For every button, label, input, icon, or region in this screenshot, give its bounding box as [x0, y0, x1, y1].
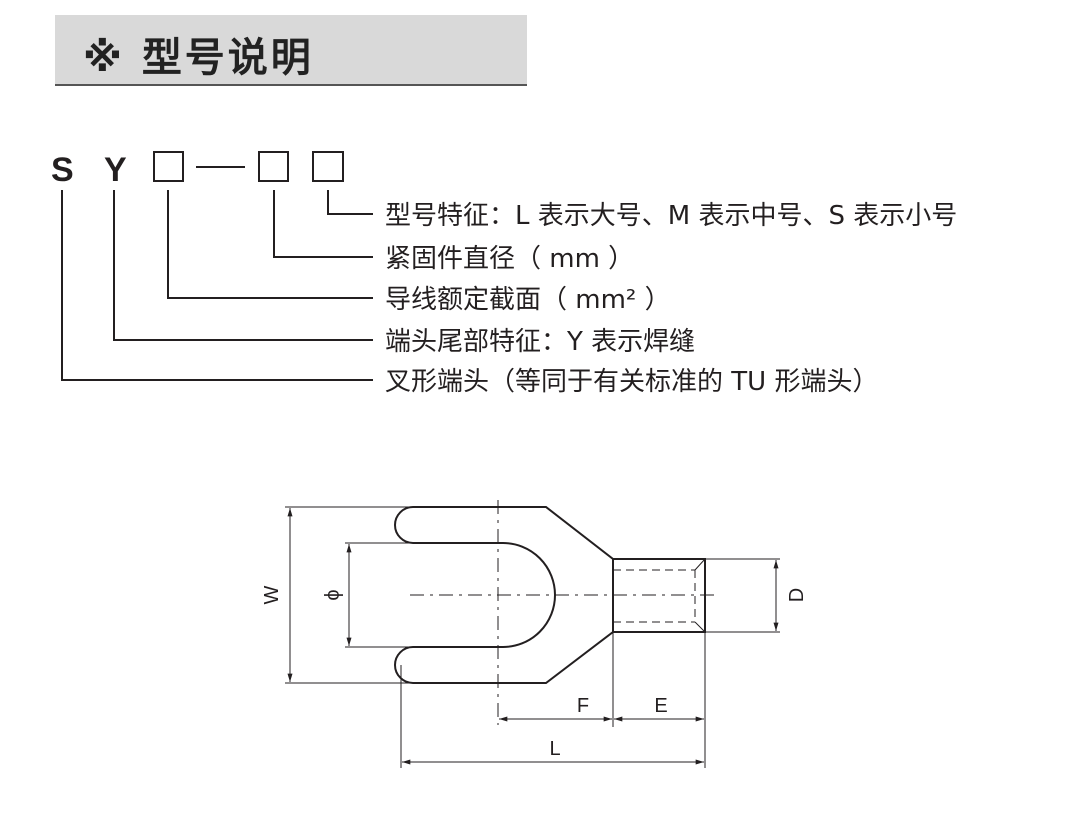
code-box-diameter [258, 151, 289, 182]
dim-d-label: D [786, 588, 808, 602]
code-s: S [51, 151, 74, 189]
dim-phi-label: ϕ [322, 589, 344, 600]
model-code: S Y [51, 151, 344, 189]
legend-size-feature: 型号特征：L 表示大号、M 表示中号、S 表示小号 [385, 201, 957, 231]
dim-w-label: W [261, 585, 283, 604]
section-title: ※ 型号说明 [83, 35, 314, 81]
code-y: Y [104, 151, 127, 189]
legend-wire-section: 导线额定截面（ mm² ） [385, 285, 671, 315]
dim-l-label: L [549, 738, 560, 760]
code-box-size [312, 151, 344, 182]
legend-fork-terminal: 叉形端头（等同于有关标准的 TU 形端头） [385, 367, 878, 397]
legend-fastener-diameter: 紧固件直径（ mm ） [385, 244, 634, 274]
dim-f-label: F [577, 695, 589, 717]
leader-lines [61, 190, 373, 381]
section-header: ※ 型号说明 [55, 15, 527, 86]
dim-e-label: E [654, 695, 667, 717]
code-box-section [153, 151, 184, 182]
legend-tail-feature: 端头尾部特征：Y 表示焊缝 [385, 327, 695, 357]
fork-terminal-drawing: W ϕ D F E L [261, 500, 808, 768]
